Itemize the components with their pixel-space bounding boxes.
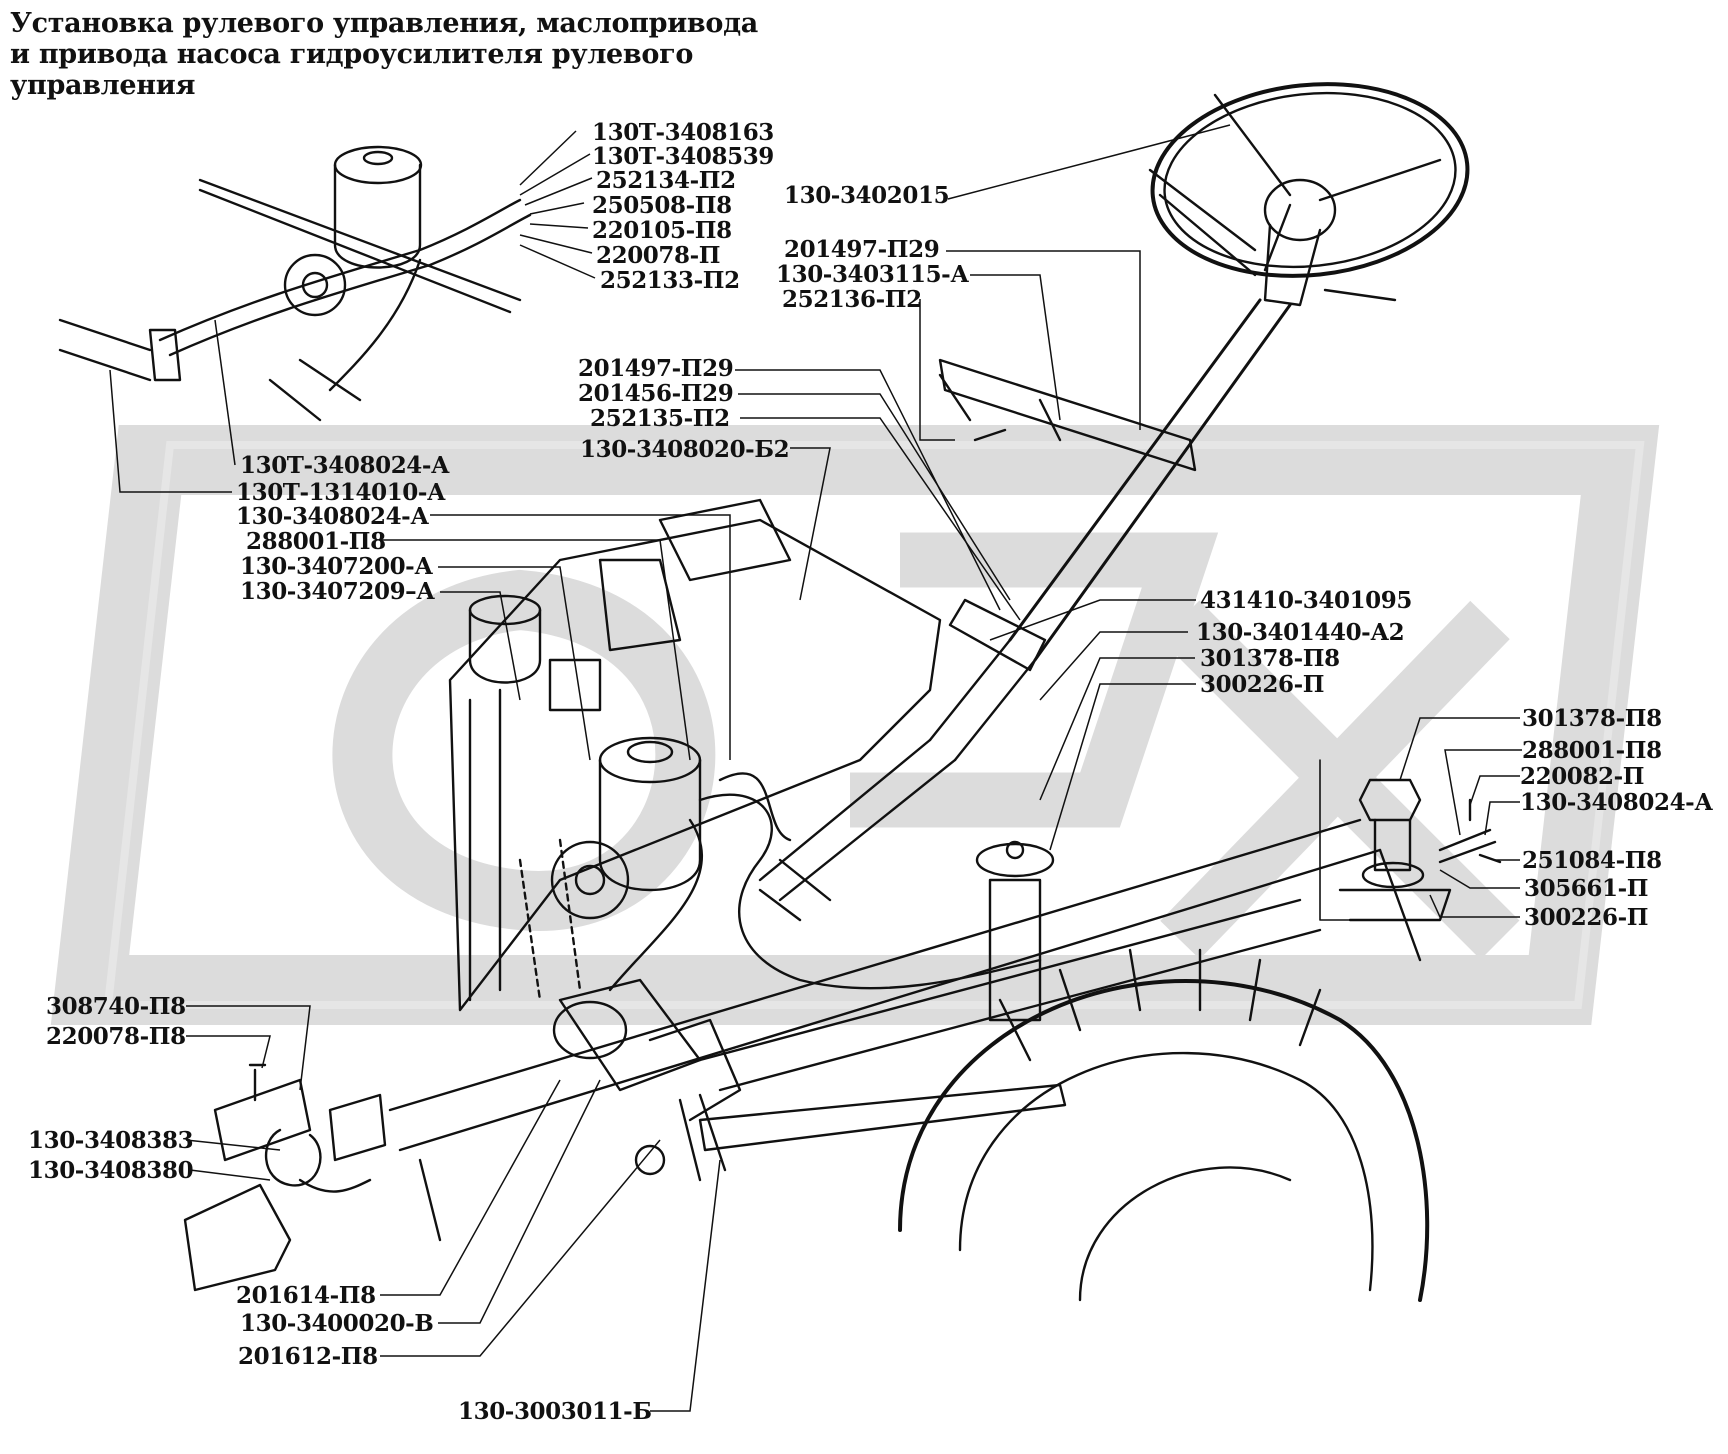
part-callout: 288001-П8 xyxy=(1522,737,1662,764)
part-callout: 130-3408024-А xyxy=(236,503,429,530)
part-callout: 201497-П29 xyxy=(578,355,734,382)
watermark-logo xyxy=(50,425,1660,1025)
part-callout: 130Т-3408539 xyxy=(592,143,774,170)
part-callout: 130Т-1314010-А xyxy=(236,479,446,506)
part-callout: 201614-П8 xyxy=(236,1282,376,1309)
steering-column xyxy=(758,298,1292,922)
part-callout: 252135-П2 xyxy=(590,405,730,432)
part-callout: 220078-П8 xyxy=(46,1023,186,1050)
pump-reservoir xyxy=(468,594,702,892)
part-callout: 130-3403115-А xyxy=(776,261,969,288)
part-callout: 201456-П29 xyxy=(578,380,734,407)
part-callout: 300226-П xyxy=(1524,904,1649,931)
detail-frame xyxy=(1319,759,1441,921)
front-wheel xyxy=(898,948,1430,1302)
engine-block xyxy=(448,498,942,1012)
part-callout: 220082-П xyxy=(1520,763,1645,790)
hydraulic-hoses xyxy=(608,772,1042,992)
part-callout: 305661-П xyxy=(1524,875,1649,902)
part-callout: 130-3408020-Б2 xyxy=(580,436,790,463)
leader-lines xyxy=(109,124,1522,1412)
chassis-frame xyxy=(388,818,1422,1242)
part-callout: 252133-П2 xyxy=(600,267,740,294)
part-callout: 201612-П8 xyxy=(238,1343,378,1370)
part-callout: 130-3401440-А2 xyxy=(1196,619,1405,646)
part-callout: 130-3400020-В xyxy=(240,1310,434,1337)
diagram-title-line-1: Установка рулевого управления, маслоприв… xyxy=(10,8,758,39)
part-callout: 252134-П2 xyxy=(596,167,736,194)
drag-link xyxy=(698,1083,1067,1152)
part-callout: 130-3003011-Б xyxy=(458,1398,652,1425)
part-callout: 130Т-3408163 xyxy=(592,119,774,146)
clamp-bracket-detail xyxy=(183,1063,387,1292)
part-callout: 130-3408024-А xyxy=(1520,789,1713,816)
part-callout: 220078-П xyxy=(596,242,721,269)
part-callout: 252136-П2 xyxy=(782,286,922,313)
diagram-title-line-3: управления xyxy=(10,70,196,101)
part-callout: 130-3408383 xyxy=(28,1127,194,1154)
part-callout: 130-3402015 xyxy=(784,182,950,209)
part-callout: 308740-П8 xyxy=(46,993,186,1020)
column-bracket xyxy=(938,358,1197,472)
part-callout: 431410-3401095 xyxy=(1200,587,1412,614)
oil-pipes-detail xyxy=(58,178,532,422)
diagram-title-line-2: и привода насоса гидроусилителя рулевого xyxy=(10,39,694,70)
part-callout: 301378-П8 xyxy=(1200,645,1340,672)
part-callout: 130-3407209–А xyxy=(240,578,435,605)
part-callout: 300226-П xyxy=(1200,671,1325,698)
part-callout: 288001-П8 xyxy=(246,528,386,555)
part-callout: 251084-П8 xyxy=(1522,847,1662,874)
part-callout: 201497-П29 xyxy=(784,236,940,263)
part-callout: 220105-П8 xyxy=(592,217,732,244)
part-callout: 130-3408380 xyxy=(28,1157,194,1184)
part-callout: 130-3407200-А xyxy=(240,553,433,580)
steering-wheel xyxy=(1148,82,1470,307)
watermark-frame xyxy=(103,441,1645,1009)
part-callout: 250508-П8 xyxy=(592,192,732,219)
shock-absorber xyxy=(975,840,1055,1022)
part-callout: 130Т-3408024-А xyxy=(240,452,450,479)
part-callout: 301378-П8 xyxy=(1522,705,1662,732)
